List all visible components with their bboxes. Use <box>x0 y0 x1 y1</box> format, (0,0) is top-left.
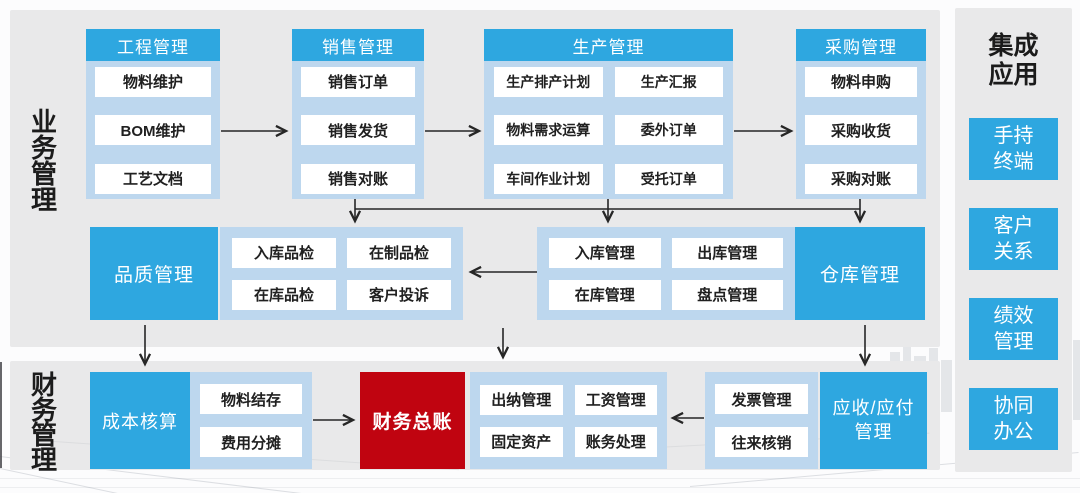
node-customer-complaint: 客户投诉 <box>347 279 451 310</box>
node-expense-allocation: 费用分摊 <box>200 427 302 457</box>
node-stocktaking-management: 盘点管理 <box>671 279 783 310</box>
node-outbound-management: 出库管理 <box>671 237 783 268</box>
node-outsourcing-order: 委外订单 <box>614 115 723 145</box>
node-current-account-writeoff: 往来核销 <box>715 427 808 457</box>
node-material-requirements-calc: 物料需求运算 <box>494 115 603 145</box>
node-purchase-receiving: 采购收货 <box>805 115 917 145</box>
app-handheld-terminal: 手持终端 <box>969 118 1058 180</box>
warehouse-management-box: 仓库管理 <box>795 227 925 320</box>
group-quality-items: 入库品检 在制品检 在库品检 客户投诉 <box>220 227 463 320</box>
cost-accounting-box: 成本核算 <box>90 372 190 469</box>
node-material-requisition: 物料申购 <box>805 66 917 97</box>
group-ledger-items: 出纳管理 工资管理 固定资产 账务处理 <box>470 372 667 469</box>
app-performance-management: 绩效管理 <box>969 298 1058 360</box>
group-production-header: 生产管理 <box>484 29 733 61</box>
group-receivable-items: 发票管理 往来核销 <box>705 372 818 469</box>
node-material-balance: 物料结存 <box>200 384 302 414</box>
floor-line <box>0 487 1080 488</box>
node-purchase-reconciliation: 采购对账 <box>805 163 917 194</box>
node-production-report: 生产汇报 <box>614 66 723 97</box>
skyline-building <box>1073 340 1080 420</box>
node-sales-order: 销售订单 <box>301 66 415 97</box>
node-sales-delivery: 销售发货 <box>301 115 415 145</box>
node-process-documents: 工艺文档 <box>95 163 211 194</box>
node-inbound-management: 入库管理 <box>549 237 661 268</box>
group-engineering-header: 工程管理 <box>86 29 220 61</box>
group-purchase-header: 采购管理 <box>796 29 926 61</box>
node-in-stock-inspection: 在库品检 <box>232 279 336 310</box>
node-fixed-assets: 固定资产 <box>480 426 563 457</box>
node-sales-reconciliation: 销售对账 <box>301 163 415 194</box>
finance-management-label: 财务管理 <box>30 370 57 475</box>
group-purchase: 采购管理 物料申购 采购收货 采购对账 <box>796 29 926 199</box>
receivable-payable-box: 应收/应付管理 <box>820 372 927 469</box>
group-engineering-items: 物料维护 BOM维护 工艺文档 <box>86 61 220 199</box>
node-entrusted-order: 受托订单 <box>614 163 723 194</box>
group-warehouse-items: 入库管理 出库管理 在库管理 盘点管理 <box>537 227 795 320</box>
node-material-maintenance: 物料维护 <box>95 66 211 97</box>
node-workshop-operation-plan: 车间作业计划 <box>494 163 603 194</box>
integration-title: 集成应用 <box>988 32 1039 89</box>
app-customer-relationship: 客户关系 <box>969 208 1058 270</box>
group-engineering: 工程管理 物料维护 BOM维护 工艺文档 <box>86 29 220 199</box>
node-payroll-management: 工资管理 <box>574 384 657 415</box>
business-management-label: 业务管理 <box>30 107 57 215</box>
general-ledger-box: 财务总账 <box>360 372 465 469</box>
node-in-process-inspection: 在制品检 <box>347 237 451 268</box>
node-bom-maintenance: BOM维护 <box>95 115 211 145</box>
group-sales-items: 销售订单 销售发货 销售对账 <box>292 61 424 199</box>
node-incoming-inspection: 入库品检 <box>232 237 336 268</box>
group-production: 生产管理 生产排产计划 生产汇报 物料需求运算 委外订单 车间作业计划 受托订单 <box>484 29 733 199</box>
skyline-building <box>941 360 952 412</box>
node-invoice-management: 发票管理 <box>715 384 808 414</box>
floor-line <box>0 478 1080 479</box>
node-in-stock-management: 在库管理 <box>549 279 661 310</box>
node-accounting-processing: 账务处理 <box>574 426 657 457</box>
photo-edge-line <box>0 362 2 468</box>
node-production-scheduling-plan: 生产排产计划 <box>494 66 603 97</box>
group-production-items: 生产排产计划 生产汇报 物料需求运算 委外订单 车间作业计划 受托订单 <box>484 61 733 199</box>
group-purchase-items: 物料申购 采购收货 采购对账 <box>796 61 926 199</box>
receivable-payable-label: 应收/应付管理 <box>832 398 915 442</box>
group-sales-header: 销售管理 <box>292 29 424 61</box>
group-cost-items: 物料结存 费用分摊 <box>190 372 312 469</box>
node-cashier-management: 出纳管理 <box>480 384 563 415</box>
quality-management-box: 品质管理 <box>90 227 218 320</box>
group-sales: 销售管理 销售订单 销售发货 销售对账 <box>292 29 424 199</box>
app-collaborative-office: 协同办公 <box>969 388 1058 450</box>
